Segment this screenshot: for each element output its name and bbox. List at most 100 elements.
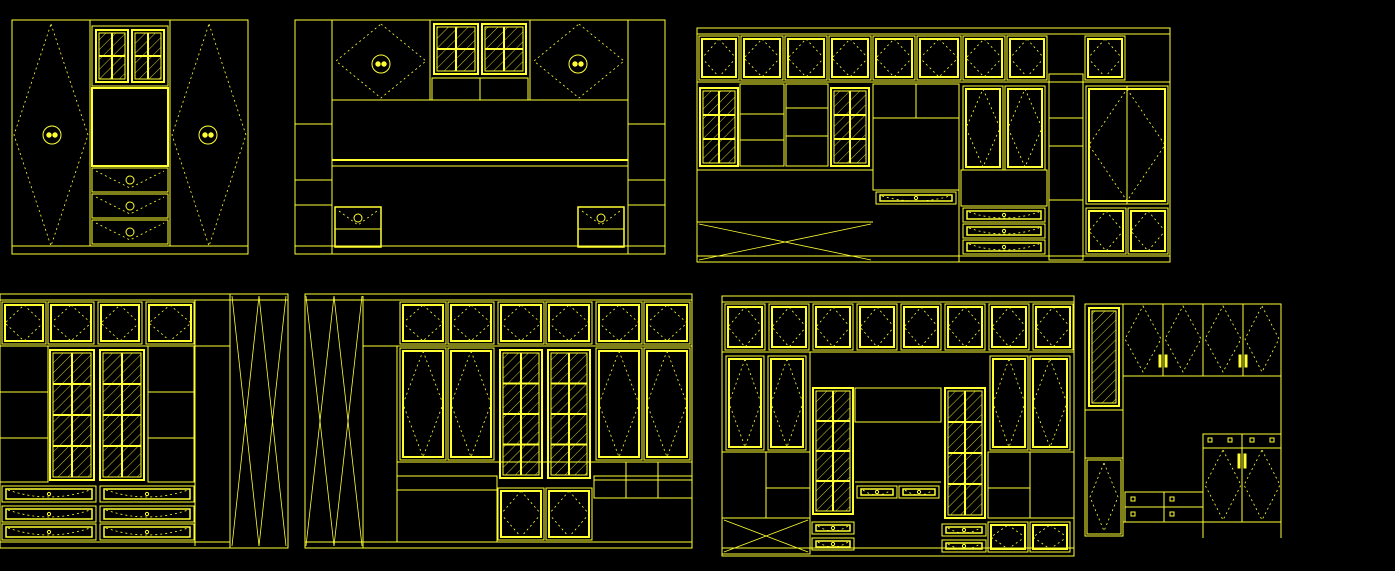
cabinet-panel xyxy=(1048,73,1084,261)
cabinet-panel xyxy=(987,451,1075,519)
cabinet-panel xyxy=(962,35,1006,81)
elevation-bookcase-drawers xyxy=(0,293,289,549)
cabinet-panel xyxy=(1122,303,1282,377)
elevation-full-wall-grid xyxy=(696,27,1171,263)
cabinet-panel xyxy=(987,521,1029,553)
cabinet-panel xyxy=(743,38,781,78)
cabinet-panel xyxy=(1088,307,1120,407)
cabinet-panel xyxy=(450,350,492,458)
handle-ring xyxy=(198,125,218,145)
drawer-pull xyxy=(1169,496,1175,502)
door-swing-marks xyxy=(787,38,825,78)
cabinet-panel xyxy=(811,537,855,551)
cabinet-panel xyxy=(854,387,942,423)
drawer-curve xyxy=(904,489,934,496)
cabinet-panel xyxy=(1086,459,1122,535)
drawer-curve xyxy=(105,527,189,536)
cabinet-panel xyxy=(396,475,498,543)
knob-icon xyxy=(46,529,52,535)
cabinet-panel xyxy=(99,485,195,503)
cabinet-panel xyxy=(1,485,97,503)
cabinet-panel xyxy=(1009,38,1045,78)
cabinet-panel xyxy=(362,345,398,543)
cabinet-panel xyxy=(898,485,940,499)
cabinet-panel xyxy=(100,304,140,342)
bar-handle xyxy=(1158,354,1162,368)
door-swing-marks xyxy=(1164,305,1202,373)
cabinet-panel xyxy=(812,303,854,351)
drawer-pull xyxy=(1130,496,1136,502)
cabinet-panel xyxy=(990,524,1026,550)
knob-icon xyxy=(961,527,967,533)
door-swing-marks xyxy=(903,306,939,348)
cabinet-line xyxy=(258,295,287,547)
cabinet-panel xyxy=(481,23,527,75)
cabinet-panel xyxy=(1035,306,1071,348)
bar-handle xyxy=(1238,354,1242,368)
cabinet-panel xyxy=(859,306,895,348)
door-swing-marks xyxy=(965,87,1001,169)
cabinet-panel xyxy=(966,226,1042,236)
door-swing-marks xyxy=(1007,87,1043,169)
elevation-bookcase-desk xyxy=(304,293,693,549)
cabinet-panel xyxy=(548,304,590,342)
cabinet-panel xyxy=(598,304,640,342)
cabinet-panel xyxy=(965,88,1001,168)
knob-icon xyxy=(1001,212,1007,218)
cabinet-panel xyxy=(1007,88,1043,168)
cabinet-panel xyxy=(577,206,625,248)
door-swing-marks xyxy=(450,349,492,459)
handle-ring xyxy=(42,125,62,145)
cabinet-panel xyxy=(721,517,811,555)
door-swing-marks xyxy=(1088,210,1124,252)
cabinet-panel xyxy=(5,526,93,538)
door-swing-marks xyxy=(701,38,737,78)
drawer-pull xyxy=(1207,437,1213,443)
cabinet-panel xyxy=(497,487,545,541)
door-swing-marks xyxy=(100,304,140,342)
cabinet-panel xyxy=(1084,35,1126,81)
door-swing-marks xyxy=(402,349,444,459)
door-swing-marks xyxy=(728,357,762,449)
cabinet-panel xyxy=(991,306,1027,348)
cabinet-panel xyxy=(1,301,47,345)
cabinet-panel xyxy=(103,488,191,500)
cabinet-panel xyxy=(499,349,543,479)
cabinet-panel xyxy=(989,355,1029,451)
cabinet-panel xyxy=(962,85,1004,171)
cabinet-panel xyxy=(399,347,447,461)
drawer-swing xyxy=(95,196,165,215)
cabinet-panel xyxy=(91,167,169,193)
handle-knob xyxy=(52,132,58,138)
door-swing-marks xyxy=(402,304,444,342)
cabinet-panel xyxy=(815,306,851,348)
drawer-swing xyxy=(338,210,378,226)
knob-icon xyxy=(830,525,836,531)
door-swing-marks xyxy=(991,306,1027,348)
cabinet-panel xyxy=(148,304,192,342)
cabinet-panel xyxy=(433,23,479,75)
door-swing-marks xyxy=(500,304,542,342)
door-swing-marks xyxy=(4,304,44,342)
cabinet-panel xyxy=(856,485,898,499)
drawer-curve xyxy=(862,489,892,496)
bar-handle xyxy=(1164,354,1168,368)
knob-icon xyxy=(913,195,919,201)
cabinet-panel xyxy=(598,350,640,458)
cabinet-panel xyxy=(91,25,169,87)
cabinet-panel xyxy=(698,35,740,81)
door-swing-marks xyxy=(859,306,895,348)
cabinet-panel xyxy=(988,303,1030,351)
cabinet-panel xyxy=(768,303,810,351)
door-swing-marks xyxy=(646,304,688,342)
door-swing-marks xyxy=(533,23,625,99)
cabinet-panel xyxy=(4,304,44,342)
bar-handle xyxy=(1243,453,1247,469)
cabinet-panel xyxy=(828,35,872,81)
drawer-swing xyxy=(95,170,165,189)
knob-icon xyxy=(144,529,150,535)
door-swing-marks xyxy=(500,490,542,538)
cabinet-panel xyxy=(450,304,492,342)
cabinet-panel xyxy=(740,35,784,81)
cabinet-panel xyxy=(856,303,898,351)
